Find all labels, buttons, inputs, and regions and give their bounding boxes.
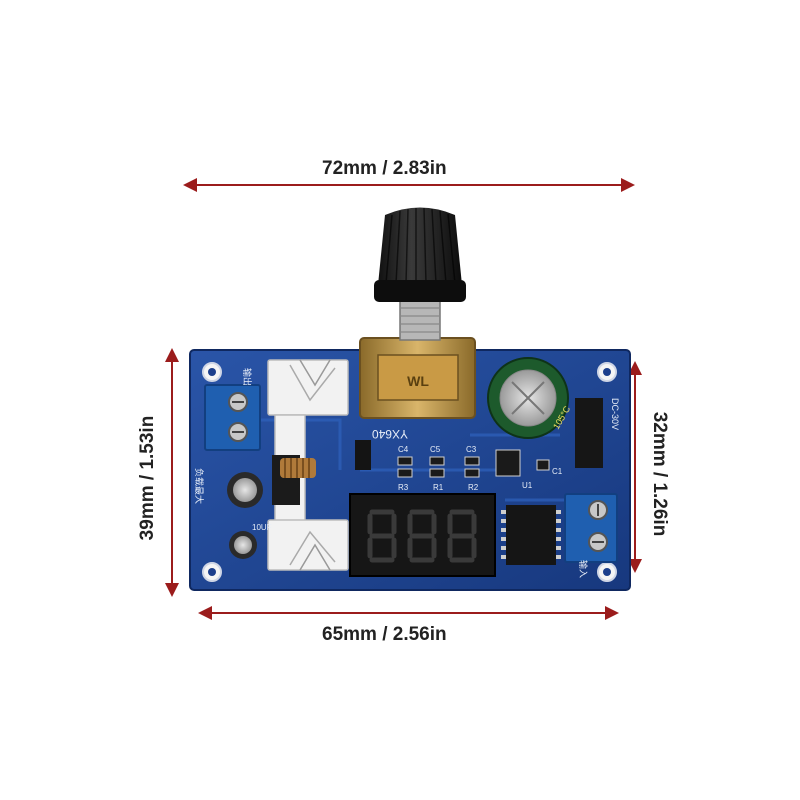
bottom-width-label: 65mm / 2.56in xyxy=(322,624,447,645)
dip-ic xyxy=(501,505,561,565)
electrolytic-capacitor: 105°C xyxy=(487,357,573,439)
output-label: 输出 xyxy=(242,368,253,386)
r2-label: R2 xyxy=(468,483,479,492)
voltage-range-label: DC-30V xyxy=(610,398,620,430)
c5-label: C5 xyxy=(430,445,441,454)
inductor xyxy=(280,458,316,478)
r3-label: R3 xyxy=(398,483,409,492)
u1-label: U1 xyxy=(522,481,533,490)
silkscreen: YX640 C4 C5 C3 R3 R1 R2 U1 C1 10UF 输出 输入… xyxy=(194,368,620,578)
model-label: YX640 xyxy=(372,427,408,441)
output-terminal-block xyxy=(204,384,261,451)
r1-label: R1 xyxy=(433,483,444,492)
left-height-label: 39mm / 1.53in xyxy=(137,415,158,541)
smd-components xyxy=(397,449,550,478)
c1-label: C1 xyxy=(552,467,563,476)
right-height-label: 32mm / 1.26in xyxy=(649,411,670,537)
top-width-label: 72mm / 2.83in xyxy=(322,158,447,179)
input-label: 输入 xyxy=(578,560,589,578)
diode xyxy=(355,440,371,470)
knob[interactable] xyxy=(374,207,466,303)
potentiometer: WL xyxy=(359,299,476,419)
left-capacitors xyxy=(227,472,263,559)
c4-label: C4 xyxy=(398,445,409,454)
input-ic xyxy=(575,398,603,468)
dimension-arrows xyxy=(165,178,642,620)
cap-value-label: 10UF xyxy=(252,523,272,532)
input-terminal-block xyxy=(564,493,618,563)
max-load-label: 负载最大 xyxy=(194,468,205,504)
c3-label: C3 xyxy=(466,445,477,454)
led-display xyxy=(349,493,496,577)
pot-text: WL xyxy=(407,373,429,389)
